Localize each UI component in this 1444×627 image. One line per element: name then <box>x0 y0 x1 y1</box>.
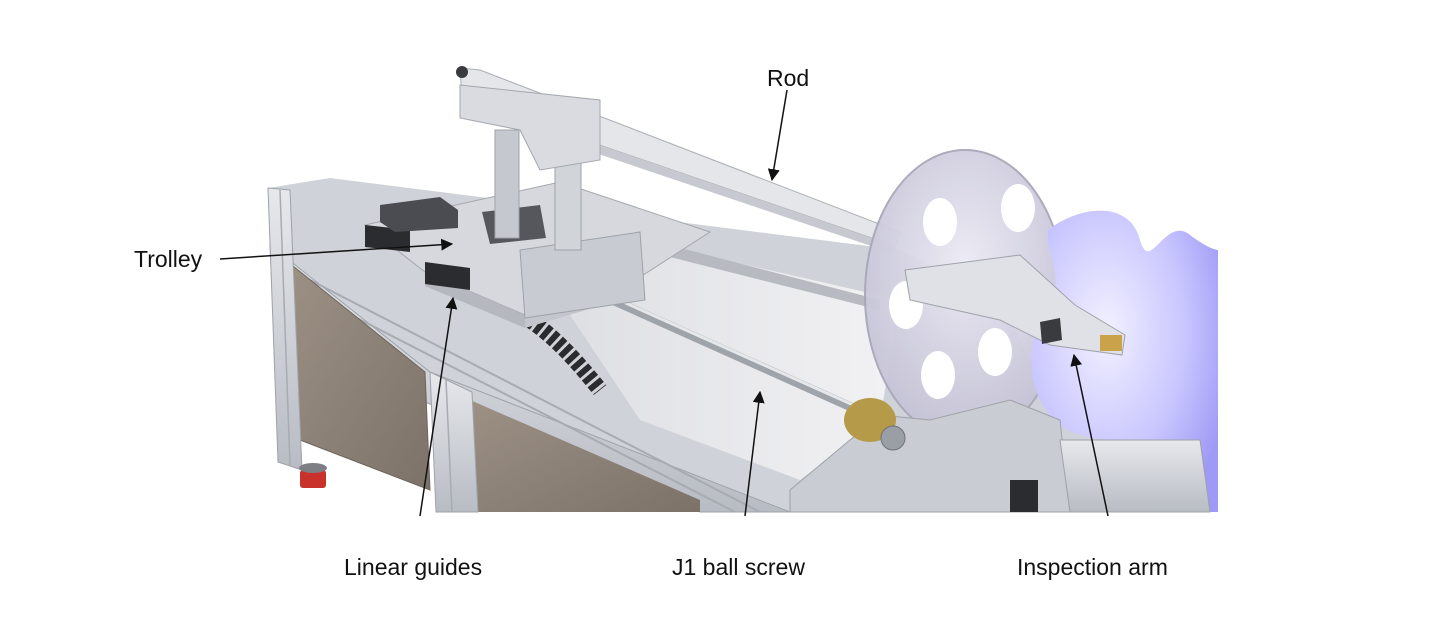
label-j1-ball-screw: J1 ball screw <box>672 554 805 580</box>
drive-housing <box>789 398 1211 513</box>
label-linear-guides: Linear guides <box>344 554 483 580</box>
leader-rod <box>767 89 788 182</box>
leader-j1-ball-screw <box>744 390 765 517</box>
label-inspection-arm: Inspection arm <box>1017 554 1168 580</box>
cavity-bellows <box>1031 210 1218 513</box>
leader-linear-guides <box>419 296 458 517</box>
j1-ball-screw <box>585 285 885 425</box>
bed <box>453 240 900 480</box>
label-rod: Rod <box>767 65 810 91</box>
leader-trolley <box>219 238 454 260</box>
rod <box>456 66 901 254</box>
inspection-arm <box>904 254 1126 356</box>
leader-inspection-arm <box>1070 353 1109 517</box>
leader-lines <box>219 89 1109 517</box>
label-trolley: Trolley <box>134 246 203 272</box>
trolley <box>363 129 712 328</box>
